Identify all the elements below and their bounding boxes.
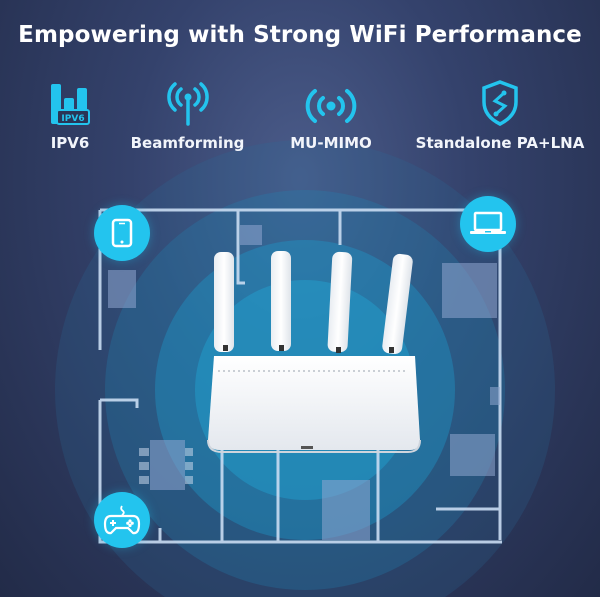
smartphone-icon	[111, 218, 133, 248]
feature-ipv6: IPV6 IPV6	[38, 80, 102, 152]
feature-row: IPV6 IPV6 Beamforming	[0, 80, 600, 160]
feature-mu-mimo: MU-MIMO	[283, 80, 379, 152]
gamepad-icon	[103, 505, 141, 535]
feature-label: Standalone PA+LNA	[415, 134, 585, 152]
laptop-icon	[470, 211, 506, 234]
ipv6-icon: IPV6	[51, 84, 90, 125]
feature-beamforming: Beamforming	[130, 80, 245, 152]
feature-standalone-pa-lna: Standalone PA+LNA	[415, 80, 585, 152]
feature-label: Beamforming	[130, 134, 245, 152]
feature-label: IPV6	[50, 134, 90, 152]
router-antennas	[214, 251, 413, 355]
headline: Empowering with Strong WiFi Performance	[18, 22, 582, 48]
shield-amplifier-icon	[482, 80, 518, 126]
feature-label: MU-MIMO	[290, 134, 372, 152]
device-badge-laptop	[460, 196, 516, 252]
beamforming-antenna-icon	[166, 82, 209, 126]
device-badge-smartphone	[94, 205, 150, 261]
device-badge-gamepad	[94, 492, 150, 548]
mu-mimo-signal-icon	[305, 89, 357, 123]
svg-text:IPV6: IPV6	[61, 114, 84, 124]
